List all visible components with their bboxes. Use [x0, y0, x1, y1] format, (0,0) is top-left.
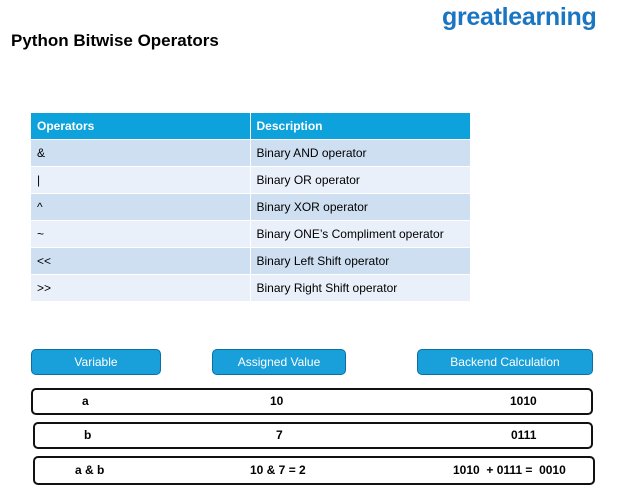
backend-calculation-cell: 1010: [510, 394, 537, 408]
description-cell: Binary ONE’s Compliment operator: [250, 220, 471, 248]
value-row-b: b 7 0111: [33, 422, 593, 449]
operator-cell: ~: [31, 220, 251, 248]
backend-calculation-header-box: Backend Calculation: [417, 349, 593, 375]
logo-text-great: great: [442, 3, 502, 31]
table-row: ^ Binary XOR operator: [31, 193, 471, 221]
operators-table: Operators Description & Binary AND opera…: [31, 113, 471, 302]
operator-cell: ^: [31, 193, 251, 221]
greatlearning-logo: greatlearning: [442, 3, 597, 31]
logo-text-learning: learning: [501, 3, 597, 31]
assigned-value-cell: 10: [270, 394, 284, 408]
value-row-a-and-b: a & b 10 & 7 = 2 1010 + 0111 = 0010: [33, 456, 595, 485]
assigned-value-cell: 10 & 7 = 2: [250, 463, 306, 477]
variable-cell: a: [82, 394, 89, 408]
operator-cell: |: [31, 166, 251, 194]
page-title: Python Bitwise Operators: [11, 31, 219, 50]
variable-cell: b: [84, 428, 92, 442]
description-cell: Binary AND operator: [250, 139, 471, 167]
operator-cell: &: [31, 139, 251, 167]
operator-cell: >>: [31, 274, 251, 302]
value-row-a: a 10 1010: [31, 388, 593, 415]
assigned-value-cell: 7: [276, 428, 283, 442]
table-row: >> Binary Right Shift operator: [31, 274, 471, 302]
table-row: | Binary OR operator: [31, 166, 471, 194]
variable-cell: a & b: [75, 463, 105, 477]
backend-calculation-cell: 0111: [511, 428, 537, 442]
table-row: & Binary AND operator: [31, 139, 471, 167]
header-description: Description: [250, 113, 471, 140]
table-row: << Binary Left Shift operator: [31, 247, 471, 275]
header-operators: Operators: [31, 113, 251, 140]
variable-header-box: Variable: [31, 349, 161, 375]
table-row: ~ Binary ONE’s Compliment operator: [31, 220, 471, 248]
description-cell: Binary Left Shift operator: [250, 247, 471, 275]
description-cell: Binary Right Shift operator: [250, 274, 471, 302]
description-cell: Binary OR operator: [250, 166, 471, 194]
assigned-value-header-box: Assigned Value: [212, 349, 346, 375]
backend-calculation-cell: 1010 + 0111 = 0010: [453, 463, 566, 477]
description-cell: Binary XOR operator: [250, 193, 471, 221]
operators-table-header: Operators Description: [31, 113, 471, 140]
operator-cell: <<: [31, 247, 251, 275]
